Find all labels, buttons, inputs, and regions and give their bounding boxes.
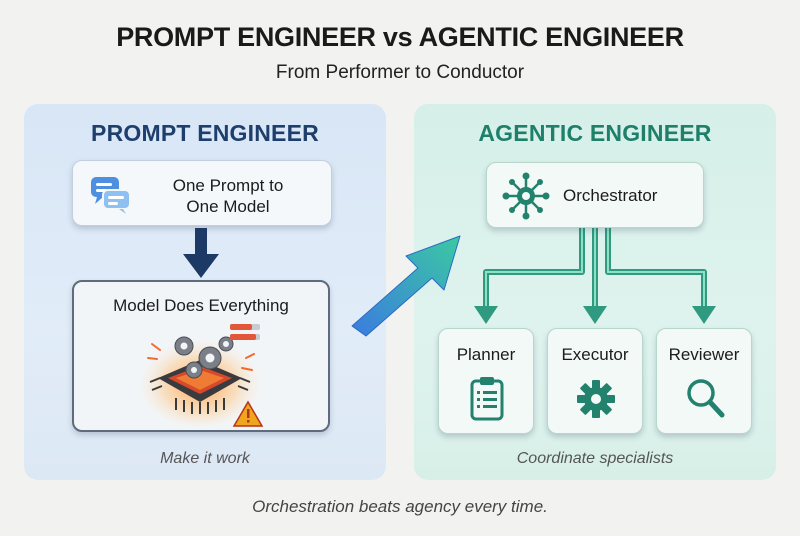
planner-label: Planner xyxy=(456,345,516,364)
gradient-arrow-icon xyxy=(344,228,468,345)
page-title: PROMPT ENGINEER vs AGENTIC ENGINEER xyxy=(116,22,684,52)
chat-bubbles-icon xyxy=(89,175,133,220)
executor-card: Executor xyxy=(547,328,643,434)
gear-icon xyxy=(576,375,616,426)
one-prompt-text: One Prompt to One Model xyxy=(143,175,313,217)
magnifier-icon xyxy=(685,375,725,426)
model-card-title: Model Does Everything xyxy=(113,296,289,315)
planner-card: Planner xyxy=(438,328,534,434)
prompt-engineer-heading: PROMPT ENGINEER xyxy=(91,120,319,146)
network-hub-icon xyxy=(501,171,551,226)
executor-label: Executor xyxy=(561,345,629,364)
clipboard-icon xyxy=(467,375,507,426)
overloaded-chip-icon xyxy=(138,318,268,435)
prompt-line-1: One Prompt to xyxy=(172,176,284,195)
prompt-engineer-footer: Make it work xyxy=(160,450,250,467)
prompt-line-2: One Model xyxy=(186,197,270,216)
reviewer-label: Reviewer xyxy=(668,345,740,364)
model-does-everything-card: Model Does Everything xyxy=(72,280,330,432)
agentic-engineer-panel: AGENTIC ENGINEER xyxy=(414,104,776,480)
orchestrator-connectors xyxy=(474,228,716,324)
one-prompt-card: One Prompt to One Model xyxy=(72,160,332,226)
orchestrator-card: Orchestrator xyxy=(486,162,704,228)
orchestrator-label: Orchestrator xyxy=(563,186,658,205)
agentic-engineer-heading: AGENTIC ENGINEER xyxy=(478,120,712,146)
page-subtitle: From Performer to Conductor xyxy=(275,62,525,83)
agentic-engineer-footer: Coordinate specialists xyxy=(516,450,674,467)
down-arrow-icon xyxy=(182,228,220,285)
reviewer-card: Reviewer xyxy=(656,328,752,434)
prompt-engineer-panel: PROMPT ENGINEER One Prompt to One Model xyxy=(24,104,386,480)
tagline: Orchestration beats agency every time. xyxy=(252,497,548,516)
